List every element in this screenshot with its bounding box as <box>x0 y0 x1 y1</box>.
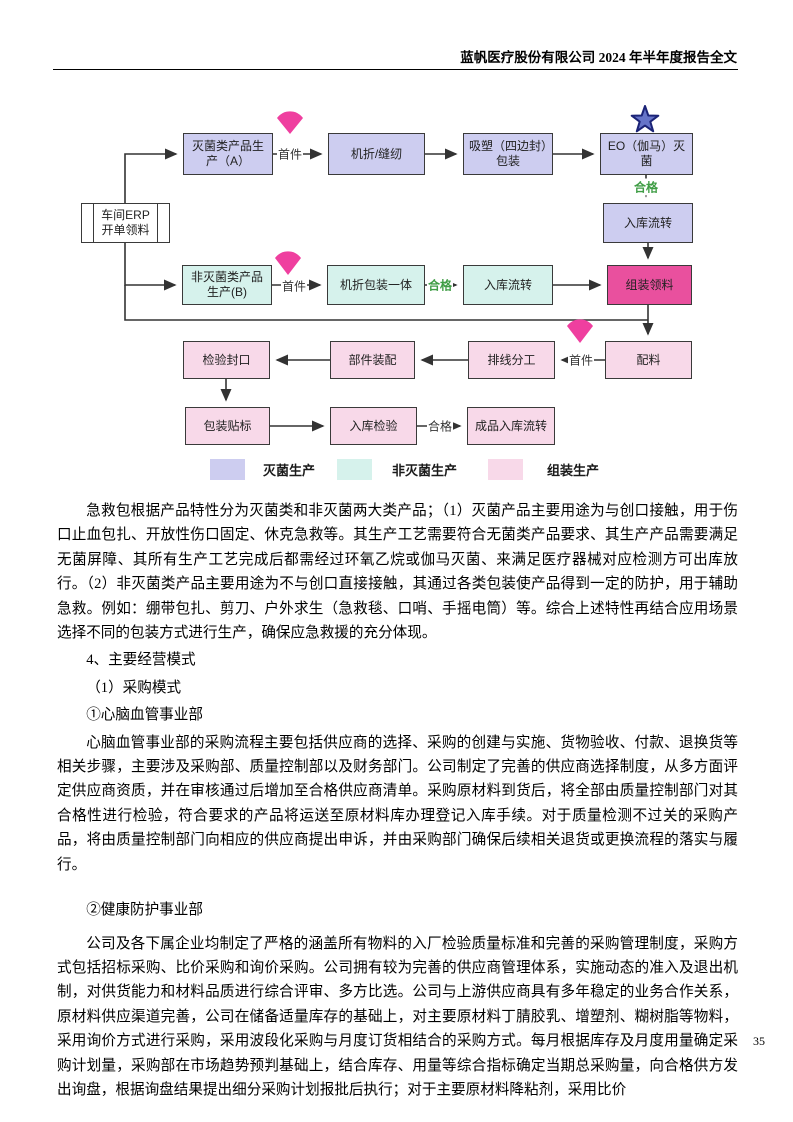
page-number: 35 <box>753 1034 765 1048</box>
first-piece-marker-icon <box>277 111 303 134</box>
paragraph-first-aid-kits: 急救包根据产品特性分为灭菌类和非灭菌两大类产品；（1）灭菌产品主要用途为与创口接… <box>57 503 738 642</box>
edge-label-first-piece: 首件 <box>276 145 304 163</box>
flow-node-sterile-production-a: 灭菌类产品生产（A） <box>183 133 273 175</box>
flow-node-inspect-seal: 检验封口 <box>183 341 270 379</box>
header-divider <box>53 69 738 70</box>
edge-label-first-piece: 首件 <box>567 351 595 369</box>
heading-procurement-mode: （1）采购模式 <box>86 679 182 696</box>
flow-node-erp-order: 车间ERP开单领料 <box>81 203 170 243</box>
flow-node-fold-sew: 机折/缝纫 <box>328 133 425 175</box>
paragraph-health-procurement: 公司及各下属企业均制定了严格的涵盖所有物料的入厂检验质量标准和完善的采购管理制度… <box>57 935 738 1098</box>
edge-label-qualified: 合格 <box>426 276 454 294</box>
first-piece-marker-icon <box>567 319 593 343</box>
flow-node-fold-pack-one: 机折包装一体 <box>327 265 425 305</box>
flow-node-inbound-inspect: 入库检验 <box>330 407 417 445</box>
flow-node-parts-assembly: 部件装配 <box>330 341 415 379</box>
flow-node-batching: 配料 <box>605 341 692 379</box>
flow-node-wire-split: 排线分工 <box>468 341 555 379</box>
legend-label-nonsterile: 非灭菌生产 <box>392 463 458 478</box>
legend-swatch-assembly <box>488 459 523 480</box>
edge-erp-trunk-to-batching <box>124 285 648 321</box>
flow-node-eo-sterilize: EO（伽马）灭菌 <box>600 133 693 175</box>
edge-erp-to-nonsterile-b <box>124 243 177 291</box>
legend-label-assembly: 组装生产 <box>547 463 600 478</box>
flow-node-finished-transfer: 成品入库流转 <box>467 407 555 445</box>
flowchart-legend: 灭菌生产 非灭菌生产 组装生产 <box>0 456 793 482</box>
flow-node-nonsterile-production-b: 非灭菌类产品生产(B) <box>182 265 272 305</box>
flow-node-warehouse-transfer-sterile: 入库流转 <box>603 203 693 243</box>
page-header-title: 蓝帆医疗股份有限公司 2024 年半年度报告全文 <box>460 50 737 65</box>
flow-node-warehouse-transfer-nonsterile: 入库流转 <box>463 265 553 305</box>
legend-label-sterile: 灭菌生产 <box>263 463 316 478</box>
production-flowchart: 车间ERP开单领料 灭菌类产品生产（A） 机折/缝纫 吸塑（四边封）包装 EO（… <box>0 100 793 492</box>
heading-section-4: 4、主要经营模式 <box>86 652 196 669</box>
edge-label-qualified: 合格 <box>426 417 454 435</box>
edge-label-first-piece: 首件 <box>280 277 308 295</box>
edge-erp-to-sterile-a <box>124 148 178 203</box>
star-icon <box>630 105 660 133</box>
heading-health-protection-dept: ②健康防护事业部 <box>86 902 203 919</box>
flow-node-assembly-picking: 组装领料 <box>607 265 692 305</box>
legend-swatch-sterile <box>210 459 245 480</box>
heading-cardio-dept: ①心脑血管事业部 <box>86 707 203 724</box>
first-piece-marker-icon <box>275 251 301 275</box>
edge-label-qualified: 合格 <box>632 178 660 196</box>
legend-swatch-nonsterile <box>337 459 372 480</box>
body-text: 急救包根据产品特性分为灭菌类和非灭菌两大类产品；（1）灭菌产品主要用途为与创口接… <box>57 499 738 1102</box>
flow-node-pack-label: 包装贴标 <box>185 407 270 445</box>
paragraph-cardio-procurement: 心脑血管事业部的采购流程主要包括供应商的选择、采购的创建与实施、货物验收、付款、… <box>57 734 738 873</box>
flow-node-blister-pack: 吸塑（四边封）包装 <box>463 133 553 175</box>
